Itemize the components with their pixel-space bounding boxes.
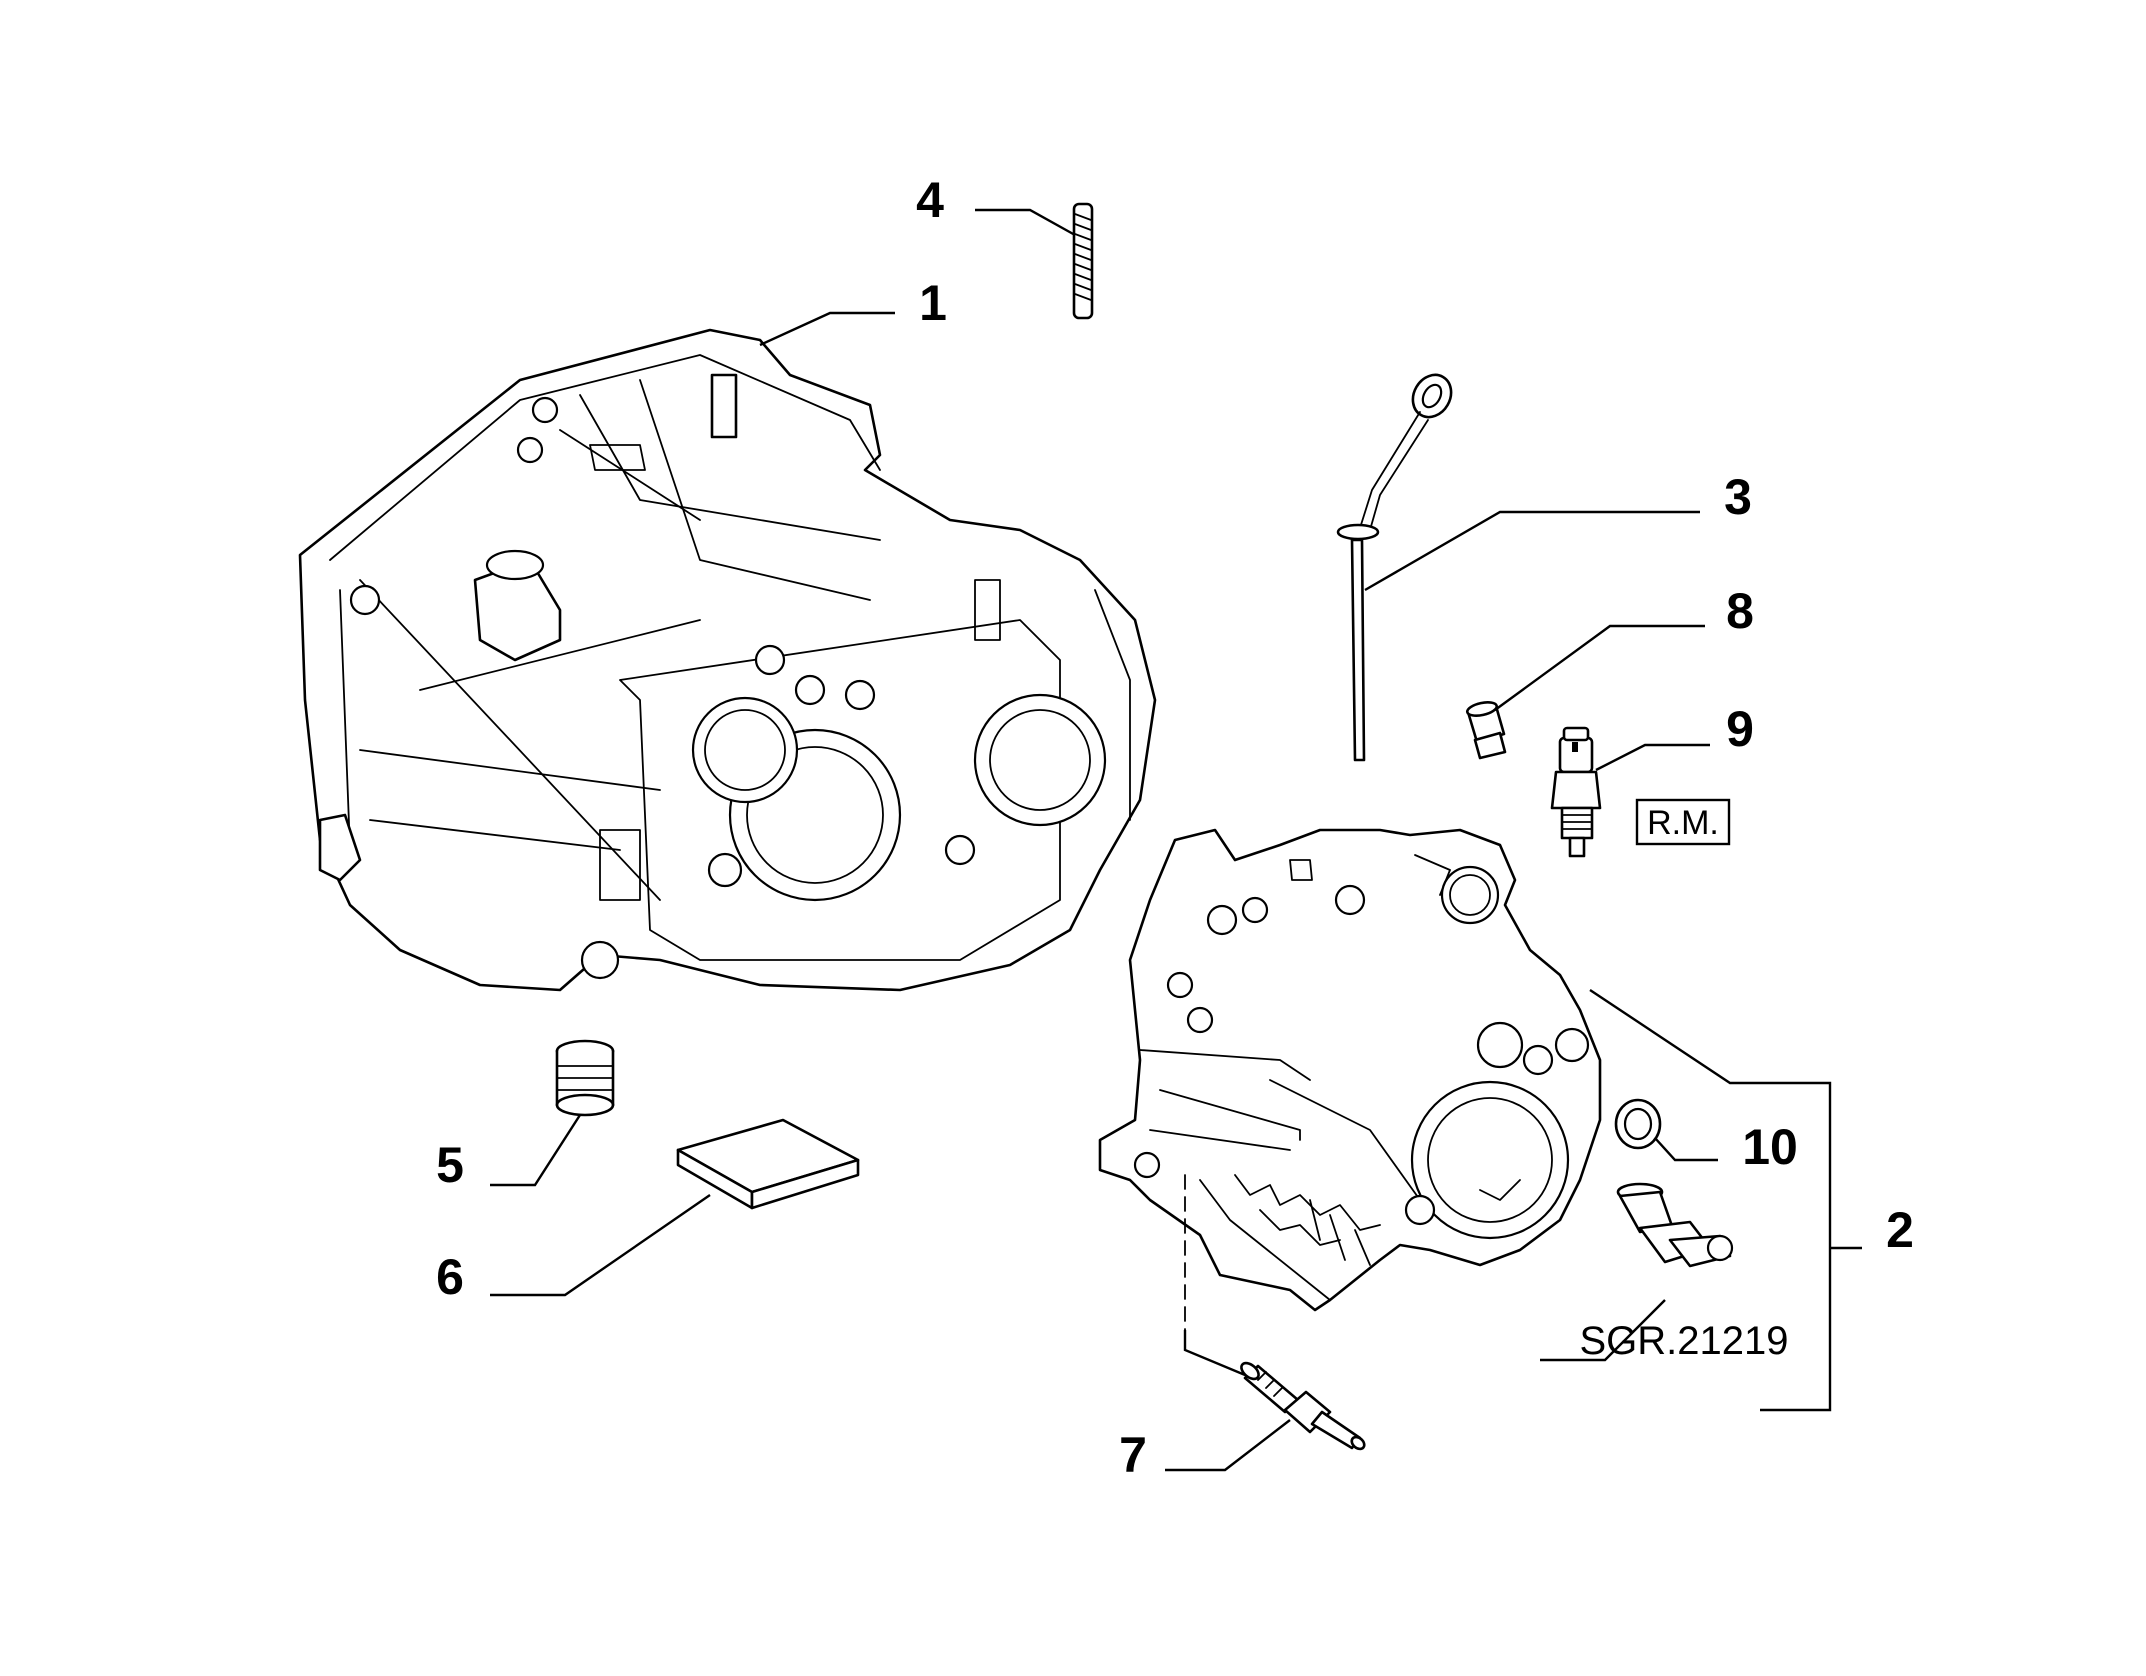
callout-6: 6 <box>436 1249 464 1305</box>
callout-1: 1 <box>919 275 947 331</box>
leader-line-5 <box>490 1114 582 1187</box>
callout-2: 2 <box>1886 1202 1914 1258</box>
callout-7: 7 <box>1119 1427 1147 1483</box>
leader-line-9 <box>1595 743 1710 772</box>
leader-line-8 <box>1494 624 1705 711</box>
leader-lines <box>490 208 1862 1472</box>
leader-line-10 <box>1654 1137 1718 1162</box>
remark-box: R.M. <box>1635 798 1731 846</box>
part-5-plug[interactable] <box>555 1039 615 1117</box>
part-7-bolt[interactable] <box>1184 1174 1367 1451</box>
part-3-oil-dipstick[interactable] <box>1336 368 1459 762</box>
callout-3: 3 <box>1724 469 1752 525</box>
callout-10: 10 <box>1742 1119 1798 1175</box>
part-2-gearbox-case[interactable] <box>1098 828 1602 1312</box>
leader-line-4 <box>975 208 1076 237</box>
callout-8: 8 <box>1726 583 1754 639</box>
callout-4: 4 <box>916 172 944 228</box>
leader-line-6 <box>490 1194 711 1297</box>
drawing-reference: SGR.21219 <box>1579 1319 1788 1363</box>
leader-line-2 <box>1589 989 1832 1412</box>
leader-line-ref <box>1540 1299 1666 1362</box>
leader-line-bolt-axis <box>1183 1330 1246 1377</box>
part-1-gearbox-housing[interactable] <box>298 328 1157 992</box>
part-2-guide-pin[interactable] <box>1616 1182 1734 1268</box>
remark-box-label: R.M. <box>1647 804 1719 842</box>
part-8-plug[interactable] <box>1465 700 1507 760</box>
callouts: 1 2 3 4 5 6 7 8 9 10 SGR.21219 <box>436 172 1914 1483</box>
callout-5: 5 <box>436 1137 464 1193</box>
leader-line-1 <box>759 311 895 347</box>
leader-line-3 <box>1364 510 1700 592</box>
part-10-seal-ring[interactable] <box>1614 1098 1662 1150</box>
callout-9: 9 <box>1726 701 1754 757</box>
leader-line-7 <box>1165 1419 1291 1472</box>
part-6-pad[interactable] <box>676 1118 860 1210</box>
part-4-stud[interactable] <box>1072 202 1094 320</box>
part-9-switch-sensor[interactable] <box>1550 726 1602 858</box>
